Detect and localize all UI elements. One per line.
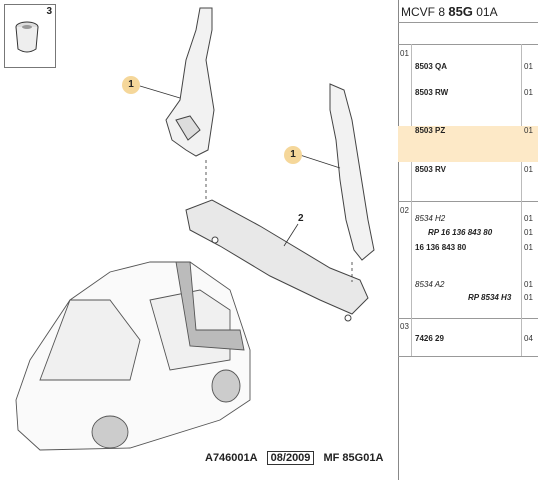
divider [398, 318, 538, 319]
parts-list-panel: MCVF 8 85G 01A 01 02 03 8503 QA 01 8503 … [398, 0, 538, 480]
group-label: 01 [400, 49, 409, 58]
divider [398, 356, 538, 357]
column-divider [521, 44, 522, 356]
leader-lines [205, 160, 353, 282]
part-code: 16 136 843 80 [415, 243, 467, 252]
diagram-ref: A746001A [205, 452, 258, 464]
part-code: 8503 RV [415, 165, 446, 174]
cross-member [185, 199, 369, 322]
column-divider [411, 44, 412, 356]
catalog-code: MCVF 8 85G 01A [401, 4, 498, 19]
diagram-date: 08/2009 [266, 451, 315, 465]
selected-row-highlight [398, 126, 538, 162]
part-qty: 01 [524, 88, 533, 97]
part-ref: RP 16 136 843 80 [428, 228, 493, 237]
part-qty: 01 [524, 228, 533, 237]
left-bracket [165, 7, 215, 157]
group-label: 03 [400, 322, 409, 331]
part-code: 8534 A2 [415, 280, 445, 289]
inset-number: 3 [46, 6, 52, 17]
exploded-diagram: 3 [4, 0, 399, 480]
callout-2[interactable]: 2 [298, 213, 304, 224]
part-code: 7426 29 [415, 334, 444, 343]
divider [398, 44, 538, 45]
diagram-model: MF 85G01A [323, 452, 384, 464]
part-code: 8503 QA [415, 62, 448, 71]
part-code: 8503 PZ [415, 126, 446, 135]
right-bracket [329, 83, 375, 261]
diagram-footer: A746001A 08/2009 MF 85G01A [205, 451, 389, 465]
part-qty: 01 [524, 293, 533, 302]
part-qty: 01 [524, 165, 533, 174]
callout-1-right[interactable]: 1 [284, 146, 302, 164]
part-code: 8503 RW [415, 88, 449, 97]
part-qty: 04 [524, 334, 533, 343]
van-drawing [15, 261, 251, 451]
part-qty: 01 [524, 280, 533, 289]
part-qty: 01 [524, 126, 533, 135]
diagram-drawing [15, 7, 375, 451]
bushing-icon [15, 21, 39, 53]
panel-header: MCVF 8 85G 01A [398, 0, 538, 23]
part-code: 8534 H2 [415, 214, 446, 223]
group-label: 02 [400, 206, 409, 215]
part-qty: 01 [524, 62, 533, 71]
part-qty: 01 [524, 243, 533, 252]
part-ref: RP 8534 H3 [468, 293, 512, 302]
inset-part-3[interactable]: 3 [4, 4, 56, 68]
callout-1-left[interactable]: 1 [122, 76, 140, 94]
part-qty: 01 [524, 214, 533, 223]
divider [398, 201, 538, 202]
